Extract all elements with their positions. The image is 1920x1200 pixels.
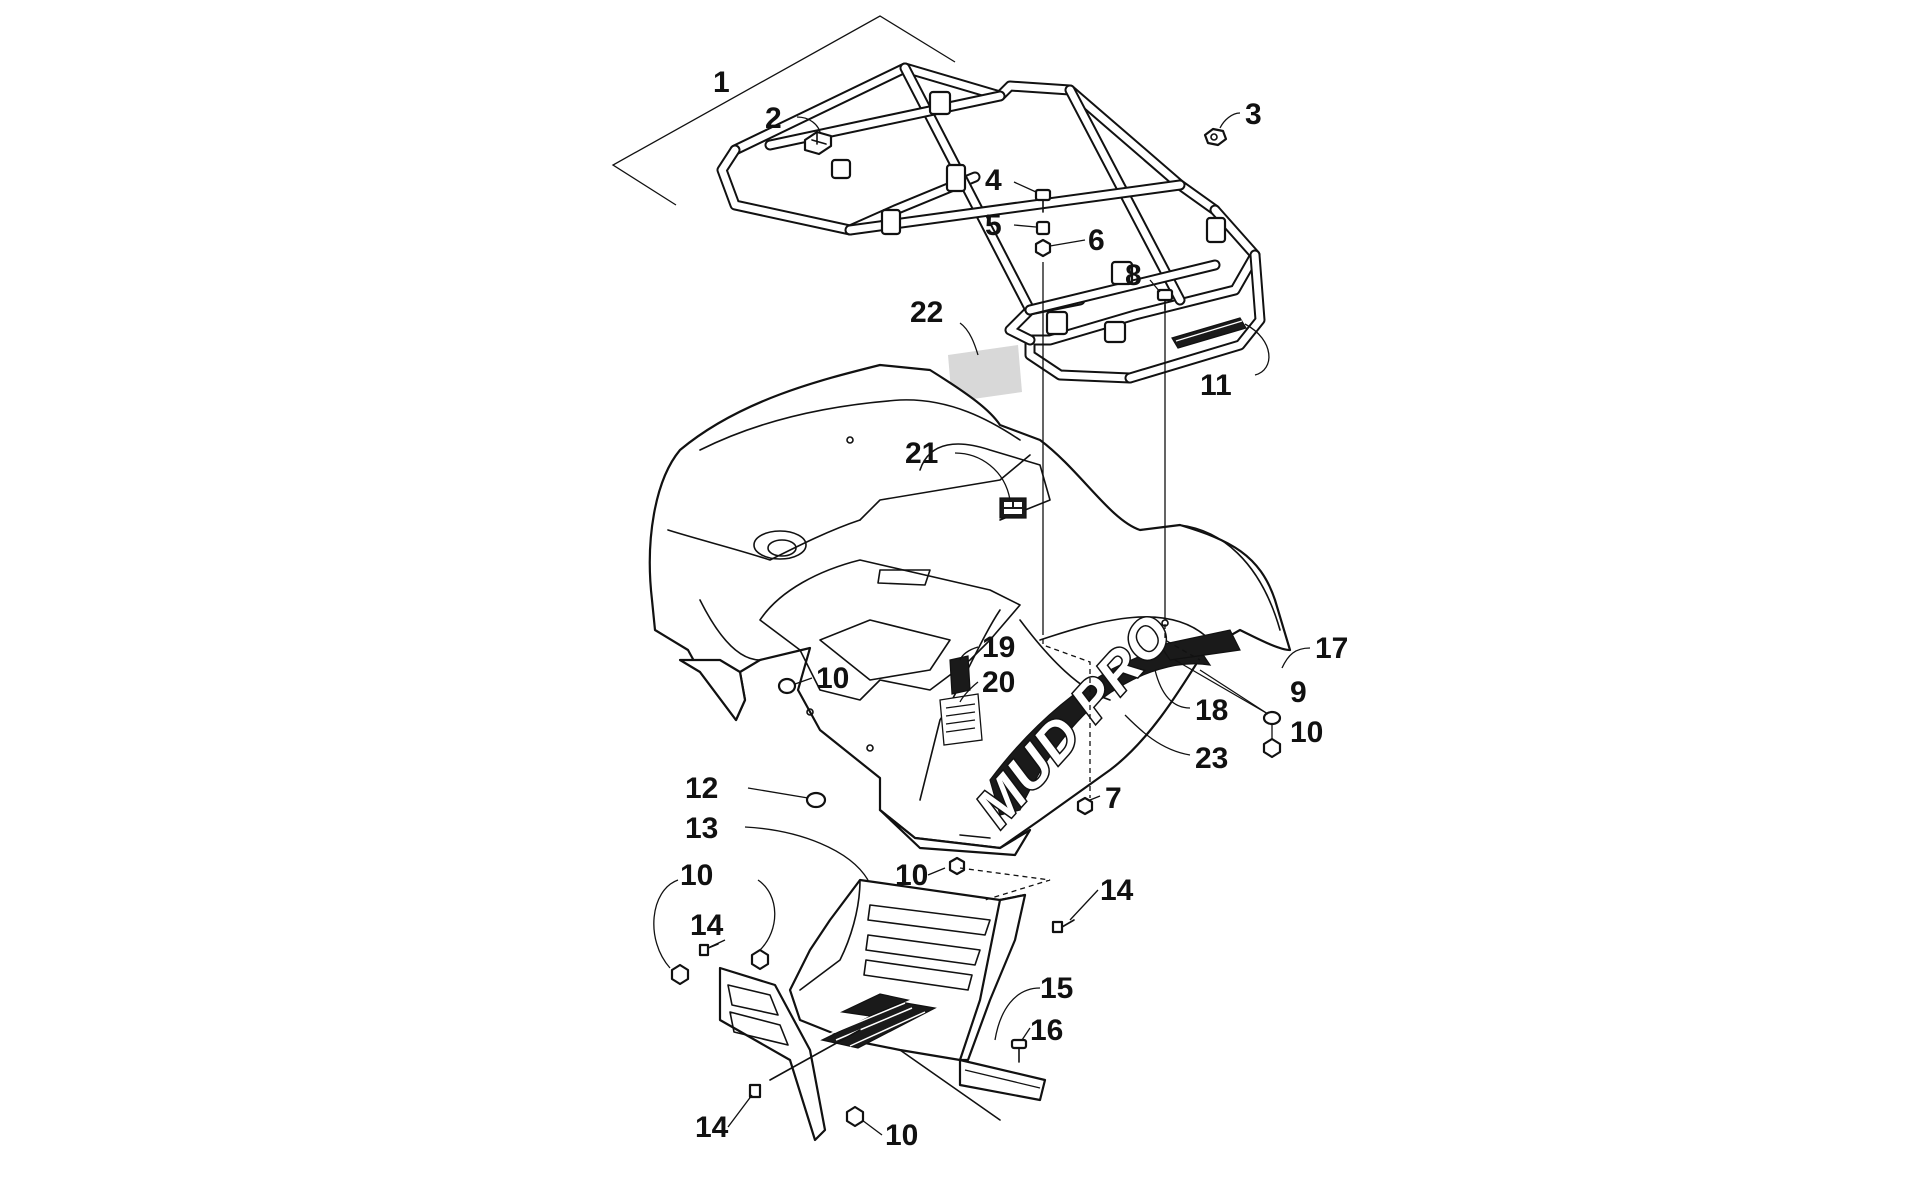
callout-13: 13 (685, 812, 718, 845)
callout-2: 2 (765, 102, 782, 135)
callout-6: 6 (1088, 224, 1105, 257)
callout-5: 5 (985, 209, 1002, 242)
callout-10e: 10 (885, 1119, 918, 1152)
callout-14a: 14 (1100, 874, 1134, 907)
callout-8: 8 (1125, 259, 1142, 292)
rear-rack (716, 62, 1266, 384)
callout-15: 15 (1040, 972, 1073, 1005)
leader-lines (653, 112, 1311, 1136)
callout-20: 20 (982, 666, 1015, 699)
callout-10a: 10 (816, 662, 849, 695)
callout-9: 9 (1290, 676, 1307, 709)
callout-11: 11 (1200, 369, 1232, 402)
callout-10b: 10 (1290, 716, 1323, 749)
decal-22 (948, 345, 1022, 402)
footwell (718, 878, 1047, 1142)
callout-12: 12 (685, 772, 718, 805)
assembly-bracket (611, 15, 956, 206)
callout-4: 4 (985, 164, 1002, 197)
callout-7: 7 (1105, 782, 1122, 815)
callout-14c: 14 (695, 1111, 729, 1144)
callout-22: 22 (910, 296, 943, 329)
callout-1: 1 (713, 66, 730, 99)
callout-19: 19 (982, 631, 1015, 664)
callout-labels: 1 2 3 4 5 6 7 8 9 10 10 10 10 10 11 12 1… (680, 66, 1348, 1152)
assembly-lines (959, 262, 1273, 901)
callout-3: 3 (1245, 98, 1262, 131)
callout-21: 21 (905, 437, 938, 470)
callout-16: 16 (1030, 1014, 1063, 1047)
callout-23: 23 (1195, 742, 1228, 775)
callout-10c: 10 (895, 859, 928, 892)
callout-14b: 14 (690, 909, 724, 942)
callout-18: 18 (1195, 694, 1228, 727)
rear-fender: MUD PRO (648, 363, 1292, 857)
callout-10d: 10 (680, 859, 713, 892)
hardware (670, 127, 1282, 1128)
callout-17: 17 (1315, 632, 1348, 665)
